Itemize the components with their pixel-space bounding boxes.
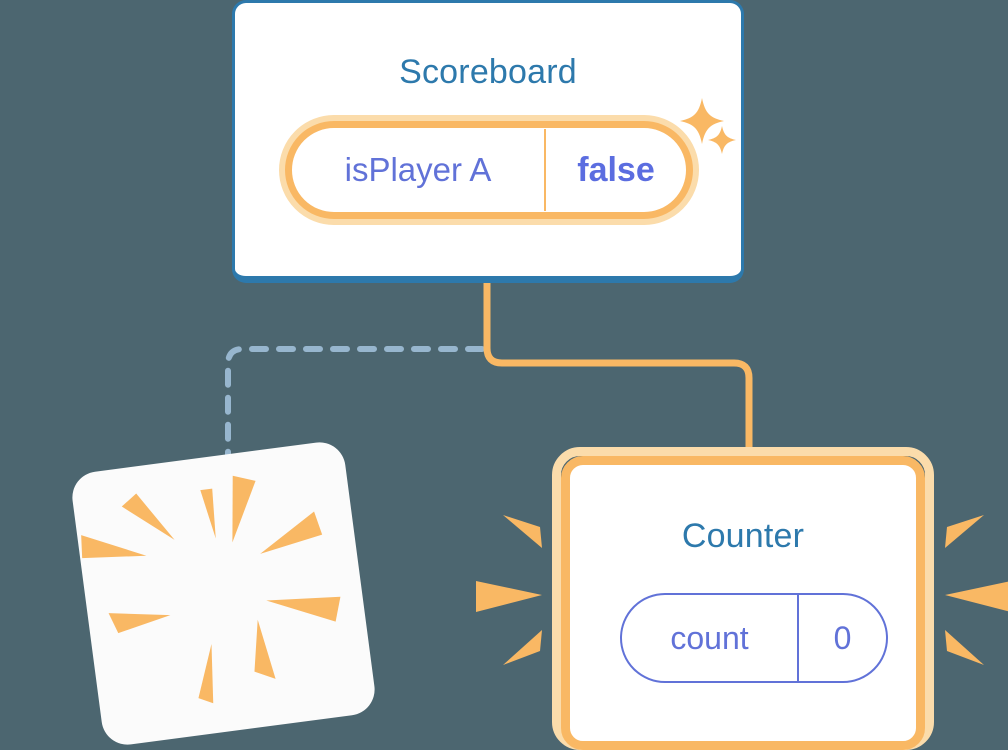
pill-body[interactable]: isPlayer A false [285, 121, 693, 219]
counter-property-pill[interactable]: count 0 [620, 593, 888, 683]
pill-divider [797, 595, 799, 681]
burst-ray-right-top [945, 515, 984, 548]
node-card-scoreboard[interactable]: Scoreboard isPlayer A false [232, 0, 744, 283]
burst-ray-w [81, 535, 147, 559]
counter-title: Counter [681, 517, 805, 555]
burst-card-rays [81, 475, 341, 704]
connector-scoreboard-to-counter [483, 283, 753, 458]
burst-ray-s [198, 643, 214, 704]
scoreboard-property-key: isPlayer A [344, 151, 492, 188]
scoreboard-property-value: false [577, 150, 655, 189]
node-card-counter[interactable]: Counter count 0 [561, 456, 925, 750]
burst-ray-ne [232, 475, 256, 543]
counter-property-key: count [670, 619, 749, 656]
burst-ray-sw [108, 613, 171, 634]
sparkle-small-icon [708, 126, 736, 154]
burst-ray-e [260, 511, 323, 554]
burst-ray-left-bottom [503, 630, 542, 665]
pill-divider [544, 129, 546, 211]
burst-ray-se [266, 596, 341, 622]
sparkle-large-icon [680, 98, 724, 144]
scoreboard-title: Scoreboard [399, 53, 577, 91]
node-card-burst[interactable] [69, 439, 378, 748]
connector-scoreboard-to-burst-card [225, 346, 485, 471]
burst-ray-right-bottom [945, 630, 984, 665]
burst-ray-right-mid [945, 581, 1008, 612]
burst-ray-n [200, 488, 216, 539]
burst-ray-left-mid [476, 581, 542, 612]
burst-ray-s-e [254, 619, 276, 679]
burst-ray-nw [121, 493, 175, 540]
scoreboard-property-pill[interactable]: isPlayer A false [279, 115, 699, 225]
burst-ray-left-top [503, 515, 542, 548]
counter-property-value: 0 [833, 619, 852, 656]
